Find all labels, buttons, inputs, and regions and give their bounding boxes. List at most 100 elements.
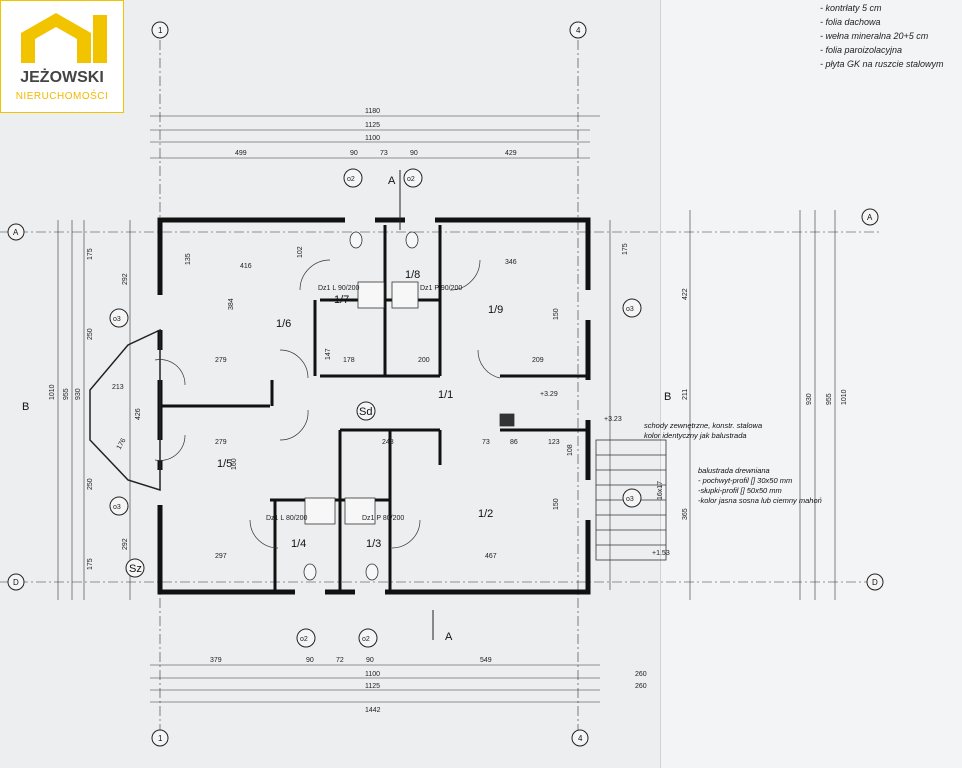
- dim-right-1010: 1010: [841, 389, 848, 405]
- axis-label-a-right: A: [867, 213, 873, 222]
- dim-inner: 209: [532, 357, 544, 364]
- room-label-1-5: 1/5: [217, 458, 232, 470]
- dim-inner: 123: [548, 439, 560, 446]
- logo-name: JEŻOWSKI: [20, 69, 104, 86]
- dim-left-175b: 175: [87, 558, 94, 570]
- house-logo-icon: [21, 13, 107, 63]
- dim-inner: 297: [215, 553, 227, 560]
- drawing-sheet-right: [660, 0, 962, 768]
- dim-top-1100: 1100: [365, 135, 380, 142]
- note-line: - wełna mineralna 20+5 cm: [820, 31, 929, 41]
- note-line: - folia dachowa: [820, 17, 881, 27]
- drawing-sheet-left: [0, 0, 660, 768]
- dim-inner: 213: [112, 384, 124, 391]
- dim-bottom-90a: 90: [306, 657, 314, 664]
- window-label-o3: o3: [626, 306, 634, 313]
- dim-inner: 346: [505, 259, 517, 266]
- dim-inner: 150: [553, 498, 560, 510]
- railing-note: balustrada drewniana: [698, 466, 770, 475]
- stairs-note: kolor identyczny jak balustrada: [644, 431, 747, 440]
- dim-left-955: 955: [63, 388, 70, 400]
- dim-inner: 416: [240, 263, 252, 270]
- room-label-1-7: 1/7: [334, 294, 349, 306]
- section-mark-a-bottom: A: [445, 631, 453, 643]
- dim-left-292b: 292: [122, 538, 129, 550]
- axis-label-4: 4: [576, 26, 581, 35]
- note-line: - folia paroizolacyjna: [820, 45, 903, 55]
- room-label-sd: Sd: [359, 406, 372, 418]
- door-label: Dz1 L 80/200: [266, 515, 307, 522]
- note-line: - płyta GK na ruszcie stalowym: [820, 59, 944, 69]
- dim-left-292a: 292: [122, 273, 129, 285]
- dim-left-1010: 1010: [49, 384, 56, 400]
- dim-inner: 279: [215, 439, 227, 446]
- window-label-o3: o3: [626, 496, 634, 503]
- dim-inner: 73: [482, 439, 490, 446]
- level-mark: +1.53: [652, 550, 670, 557]
- dimension-lines: [57, 115, 836, 703]
- dim-left-250b: 250: [87, 478, 94, 490]
- door-swings: [154, 259, 501, 549]
- dim-inner: 467: [485, 553, 497, 560]
- axis-label-d: D: [13, 578, 19, 587]
- section-mark-b-left: B: [22, 401, 29, 413]
- dim-inner: 86: [510, 439, 518, 446]
- dim-top-90b: 90: [410, 150, 418, 157]
- axis-label-4-bottom: 4: [578, 734, 583, 743]
- axis-label-d-right: D: [872, 578, 878, 587]
- dim-top-90a: 90: [350, 150, 358, 157]
- stairs-note: schody zewnętrzne, konstr. stalowa: [644, 421, 762, 430]
- door-label: Dz1 P 80/200: [362, 515, 404, 522]
- railing-note: - pochwyt-profil [] 30x50 mm: [698, 476, 792, 485]
- dim-left-175a: 175: [87, 248, 94, 260]
- dim-bottom-260b: 260: [635, 683, 647, 690]
- logo-subtitle: NIERUCHOMOŚCI: [15, 91, 109, 102]
- level-mark: +3.23: [604, 416, 622, 423]
- dim-inner: 426: [135, 408, 142, 420]
- dim-right-955: 955: [826, 393, 833, 405]
- dim-inner: 279: [215, 357, 227, 364]
- dim-top-1125: 1125: [365, 122, 380, 129]
- dim-left-250a: 250: [87, 328, 94, 340]
- axis-label-1-bottom: 1: [158, 734, 163, 743]
- dim-inner: 200: [418, 357, 430, 364]
- dim-inner: 150: [553, 308, 560, 320]
- dim-bottom-90b: 90: [366, 657, 374, 664]
- axis-label-a: A: [13, 228, 19, 237]
- dim-top-499: 499: [235, 150, 247, 157]
- dim-inner: 160: [231, 458, 238, 470]
- dim-inner: 135: [185, 253, 192, 265]
- bathroom-fixtures: [303, 231, 515, 581]
- window-markers: [109, 168, 642, 648]
- material-notes: - kontrłaty 5 cm - folia dachowa - wełna…: [820, 1, 944, 71]
- dim-inner: 108: [567, 444, 574, 456]
- dim-inner: 178: [343, 357, 355, 364]
- dim-right-365: 365: [682, 508, 689, 520]
- dim-bottom-1125: 1125: [365, 683, 380, 690]
- window-label-o2: o2: [407, 176, 415, 183]
- dim-right-211: 211: [682, 389, 689, 400]
- dim-right-422: 422: [682, 288, 689, 300]
- section-mark-b-right: B: [664, 391, 671, 403]
- room-label-1-2: 1/2: [478, 508, 493, 520]
- window-label-o2: o2: [347, 176, 355, 183]
- door-label: Dz1 L 90/200: [318, 285, 359, 292]
- dim-right-930: 930: [806, 393, 813, 405]
- dim-inner: 176: [116, 437, 128, 451]
- window-label-o3: o3: [113, 504, 121, 511]
- stair-dim: 16x17: [657, 481, 664, 500]
- railing-note: -słupki-profil [] 50x50 mm: [698, 486, 782, 495]
- dim-bottom-260a: 260: [635, 671, 647, 678]
- window-label-o3: o3: [113, 316, 121, 323]
- section-mark-a-top: A: [388, 175, 396, 187]
- dim-top-429: 429: [505, 150, 517, 157]
- bay-window: [89, 328, 161, 492]
- room-label-1-6: 1/6: [276, 318, 291, 330]
- dim-left-930: 930: [75, 388, 82, 400]
- room-label-1-8: 1/8: [405, 269, 420, 281]
- window-label-o2: o2: [362, 636, 370, 643]
- dim-inner: 384: [228, 298, 235, 310]
- dim-top-73: 73: [380, 150, 388, 157]
- dim-inner: 248: [382, 439, 394, 446]
